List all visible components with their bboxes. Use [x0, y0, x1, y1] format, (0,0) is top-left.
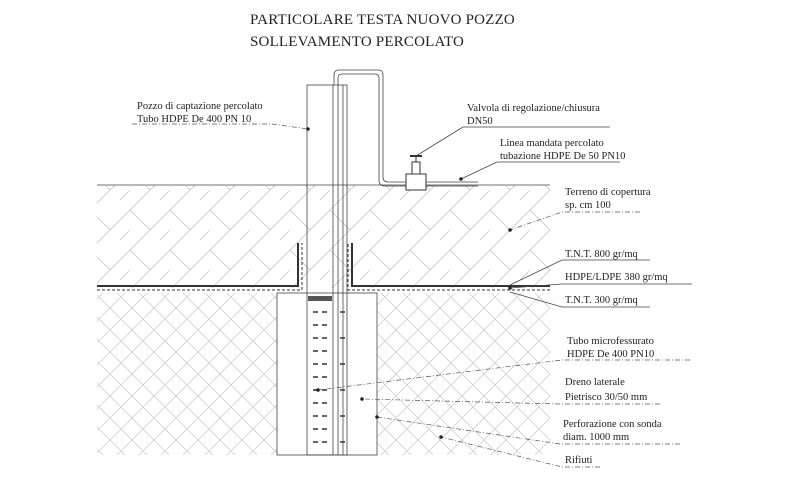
- label-text: Pietrisco 30/50 mm: [565, 392, 647, 403]
- label-text: Tubo HDPE De 400 PN 10: [137, 114, 251, 125]
- geomembrane-layers: [97, 243, 550, 291]
- label-text: Terreno di copertura: [565, 187, 651, 198]
- delivery-pipe-outer: [333, 69, 478, 183]
- well-pipe: [306, 84, 348, 456]
- label-rifiuti: Rifiuti: [439, 435, 600, 468]
- label-dreno: Dreno laterale Pietrisco 30/50 mm: [360, 377, 660, 405]
- label-tnt-800: T.N.T. 800 gr/mq: [509, 249, 650, 286]
- label-text: Valvola di regolazione/chiusura: [467, 103, 600, 114]
- gravel-drain-bg: [277, 293, 377, 455]
- label-hdpe: HDPE/LDPE 380 gr/mq: [508, 272, 692, 290]
- cover-soil-area: [97, 185, 550, 288]
- label-tnt-300: T.N.T. 300 gr/mq: [509, 291, 650, 308]
- label-text: DN50: [467, 116, 493, 127]
- label-text: Linea mandata percolato: [500, 138, 604, 149]
- pipe-cap: [308, 296, 332, 301]
- label-valvola: Valvola di regolazione/chiusura DN50: [415, 103, 610, 157]
- label-text: HDPE De 400 PN10: [567, 349, 654, 360]
- label-text: diam. 1000 mm: [563, 432, 629, 443]
- label-linea: Linea mandata percolato tubazione HDPE D…: [459, 138, 625, 181]
- title-line-1: PARTICOLARE TESTA NUOVO POZZO: [250, 12, 515, 28]
- delivery-pipe-inner: [337, 73, 478, 187]
- label-text: Rifiuti: [565, 455, 593, 466]
- label-perforazione: Perforazione con sonda diam. 1000 mm: [375, 415, 680, 445]
- label-text: Pozzo di captazione percolato: [137, 101, 263, 112]
- label-pozzo: Pozzo di captazione percolato Tubo HDPE …: [132, 101, 310, 131]
- label-terreno: Terreno di copertura sp. cm 100: [508, 187, 651, 232]
- title-line-2: SOLLEVAMENTO PERCOLATO: [250, 34, 464, 50]
- label-text: HDPE/LDPE 380 gr/mq: [565, 272, 668, 283]
- slotted-pipe-slots: [313, 311, 345, 443]
- label-text: tubazione HDPE De 50 PN10: [500, 151, 625, 162]
- label-text: T.N.T. 300 gr/mq: [565, 295, 639, 306]
- label-text: Perforazione con sonda: [563, 419, 662, 430]
- label-text: Dreno laterale: [565, 377, 625, 388]
- label-text: Tubo microfessurato: [567, 336, 654, 347]
- label-tubo: Tubo microfessurato HDPE De 400 PN10: [316, 336, 690, 392]
- label-text: sp. cm 100: [565, 200, 611, 211]
- label-text: T.N.T. 800 gr/mq: [565, 249, 639, 260]
- valve-icon: [405, 155, 427, 191]
